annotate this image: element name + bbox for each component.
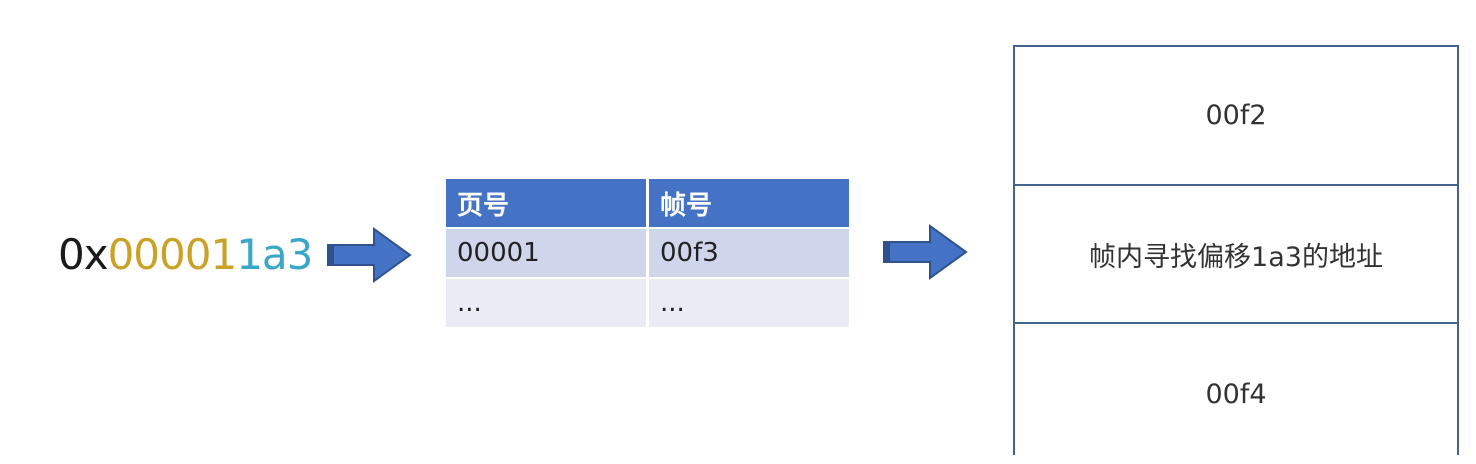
right-arrow-icon	[883, 224, 968, 280]
table-cell-page: ...	[446, 279, 646, 327]
header-page-number: 页号	[446, 179, 646, 227]
table-row: ... ...	[446, 279, 849, 327]
page-table: 页号 帧号 00001 00f3 ... ...	[443, 177, 852, 329]
header-frame-number: 帧号	[649, 179, 849, 227]
frame-cell: 00f4	[1205, 378, 1267, 410]
physical-memory-frames: 00f2 帧内寻找偏移1a3的地址 00f4	[1013, 45, 1459, 455]
table-row: 00001 00f3	[446, 229, 849, 277]
page-table-header-row: 页号 帧号	[446, 179, 849, 227]
frame-cell: 00f2	[1015, 47, 1457, 186]
address-prefix: 0x	[58, 230, 109, 279]
table-cell-frame: 00f3	[649, 229, 849, 277]
table-cell-page: 00001	[446, 229, 646, 277]
right-arrow-icon	[327, 227, 412, 283]
address-page-number: 00001	[107, 230, 238, 279]
hex-address: 0x000011a3	[58, 226, 313, 284]
frame-cell-target: 帧内寻找偏移1a3的地址	[1015, 186, 1457, 324]
table-cell-frame: ...	[649, 279, 849, 327]
address-offset: 1a3	[236, 230, 313, 279]
